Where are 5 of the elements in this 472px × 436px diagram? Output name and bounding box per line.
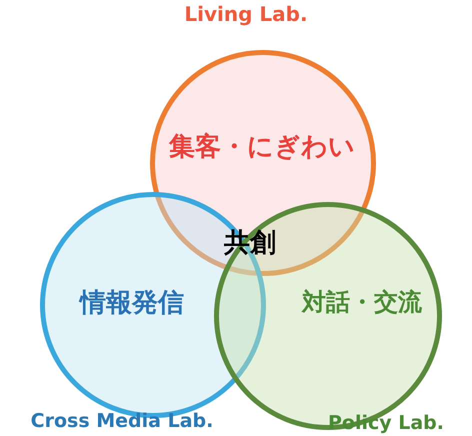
circle-title: Cross Media Lab. xyxy=(30,412,214,431)
circle-label: 対話・交流 xyxy=(302,290,422,314)
circle-label: 情報発信 xyxy=(80,290,184,316)
circle-title: Living Lab. xyxy=(184,4,308,24)
circle-label: 集客・にぎわい xyxy=(169,134,355,160)
